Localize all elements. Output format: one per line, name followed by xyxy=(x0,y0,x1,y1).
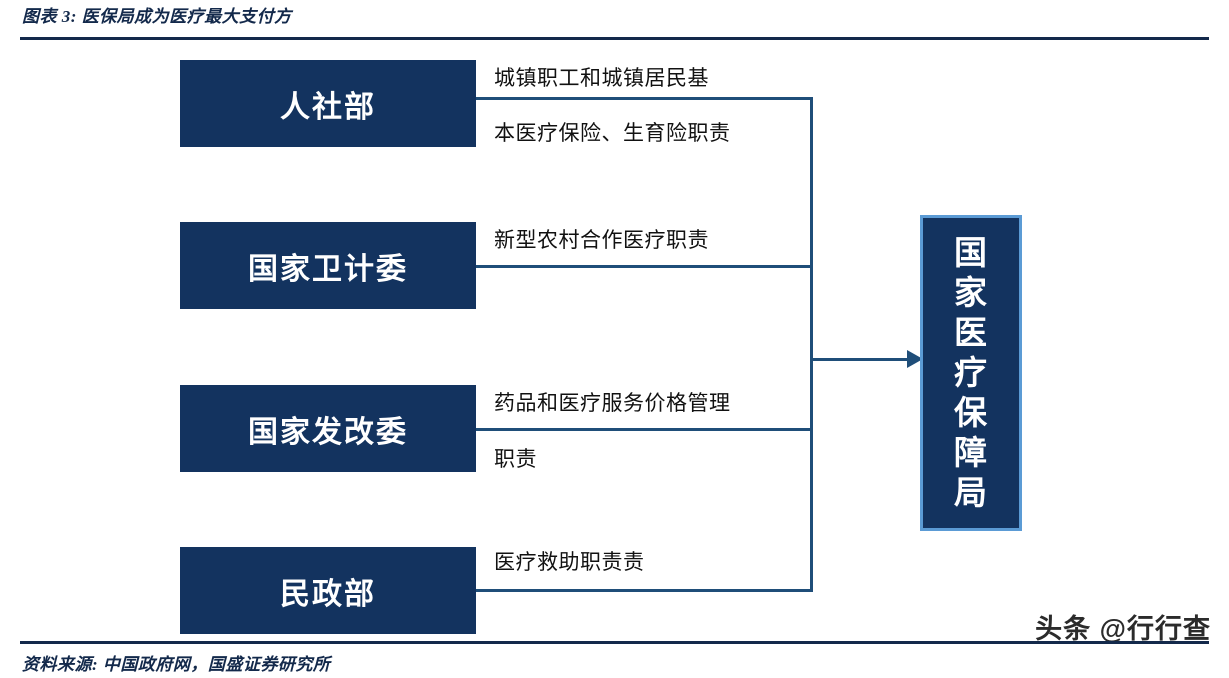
top-divider xyxy=(20,37,1209,40)
figure-title: 图表 3: 医保局成为医疗最大支付方 xyxy=(22,7,292,26)
department-label: 人社部 xyxy=(280,90,376,124)
department-label: 国家卫计委 xyxy=(248,252,408,286)
bottom-divider xyxy=(20,641,1209,644)
connector-line-3 xyxy=(476,428,813,431)
target-char-4: 疗 xyxy=(954,354,988,391)
target-char-5: 保 xyxy=(954,394,988,431)
duty-text-2-line1: 新型农村合作医疗职责 xyxy=(494,229,709,252)
duty-text-3-line1: 药品和医疗服务价格管理 xyxy=(494,392,731,415)
target-char-6: 障 xyxy=(954,434,988,471)
connector-line-1 xyxy=(476,97,813,100)
department-box-minzhengbu: 民政部 xyxy=(180,547,476,634)
connector-vertical-bus xyxy=(810,97,813,592)
department-box-weijiwei: 国家卫计委 xyxy=(180,222,476,309)
duty-text-4-line1: 医疗救助职责责 xyxy=(494,551,645,574)
target-char-2: 家 xyxy=(954,274,988,311)
connector-arrow-shaft xyxy=(813,358,913,361)
figure-source: 资料来源: 中国政府网，国盛证券研究所 xyxy=(22,655,331,674)
connector-line-2 xyxy=(476,265,813,268)
target-box-national-healthcare-security-administration: 国 家 医 疗 保 障 局 xyxy=(920,215,1022,531)
duty-text-1-line2: 本医疗保险、生育险职责 xyxy=(494,122,731,145)
target-char-1: 国 xyxy=(954,234,988,271)
duty-text-1-line1: 城镇职工和城镇居民基 xyxy=(494,67,709,90)
target-char-7: 局 xyxy=(954,474,988,511)
duty-text-3-line2: 职责 xyxy=(494,448,537,471)
arrow-head-icon xyxy=(907,350,923,368)
department-box-fagaiwei: 国家发改委 xyxy=(180,385,476,472)
department-box-renshebu: 人社部 xyxy=(180,60,476,147)
department-label: 民政部 xyxy=(280,577,376,611)
target-char-3: 医 xyxy=(954,314,988,351)
department-label: 国家发改委 xyxy=(248,415,408,449)
connector-line-4 xyxy=(476,589,813,592)
watermark: 头条 @行行查 xyxy=(1035,614,1211,644)
